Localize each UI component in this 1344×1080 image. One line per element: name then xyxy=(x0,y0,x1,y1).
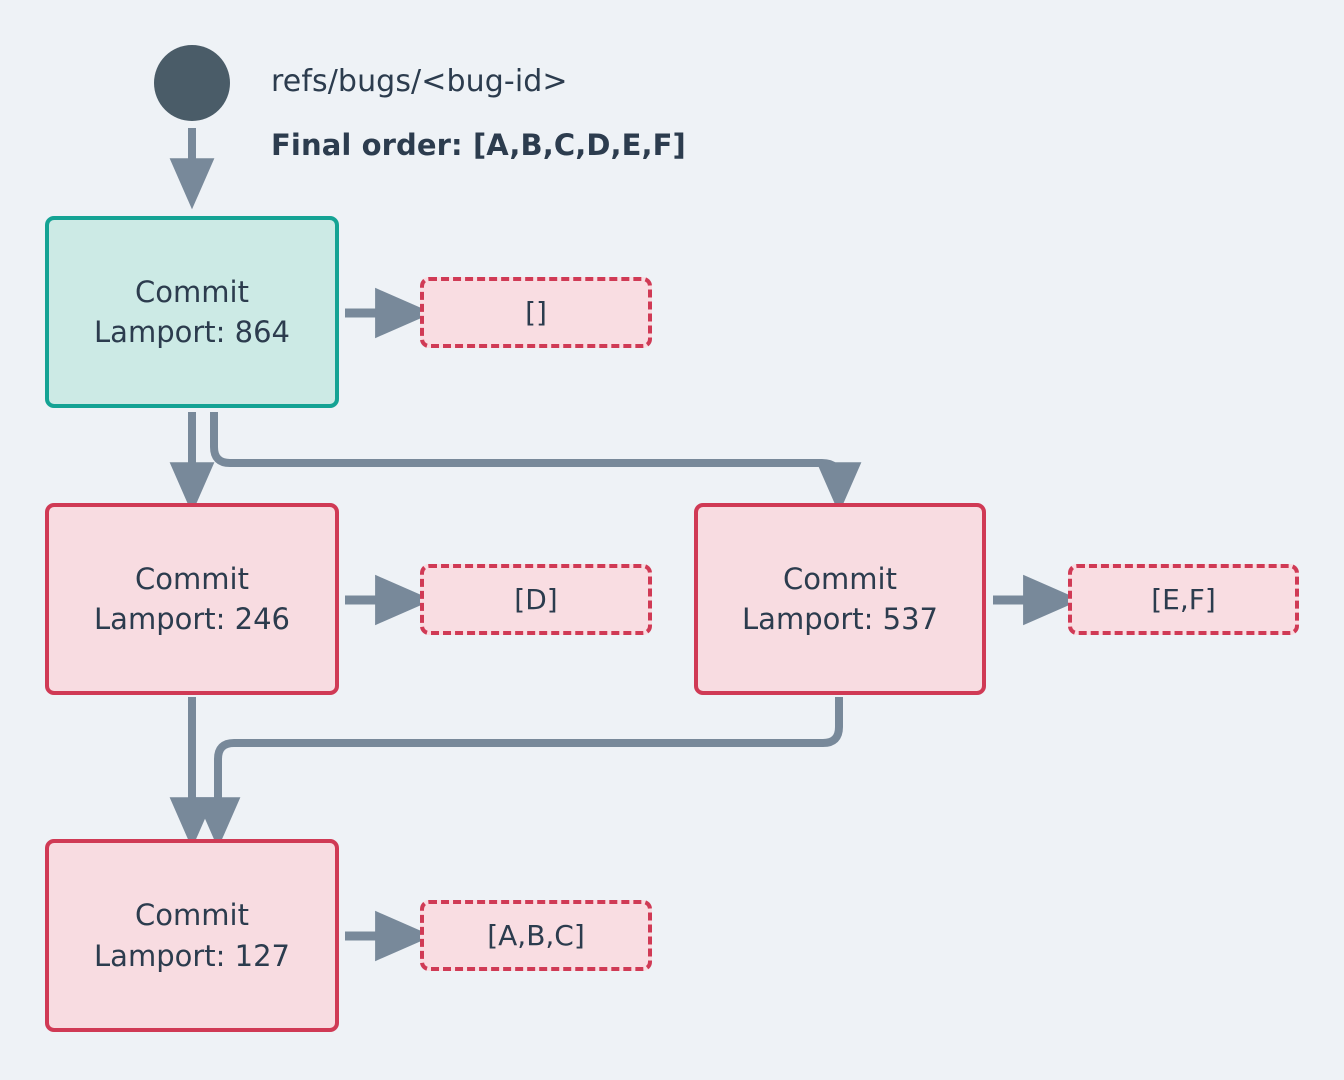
commit-node-246[interactable]: Commit Lamport: 246 xyxy=(45,503,339,695)
ops-box-127[interactable]: [A,B,C] xyxy=(420,900,652,971)
commit-lamport: Lamport: 246 xyxy=(94,602,290,636)
commit-lamport: Lamport: 537 xyxy=(742,602,938,636)
commit-title: Commit xyxy=(135,561,249,596)
ops-box-246[interactable]: [D] xyxy=(420,564,652,635)
commit-lamport: Lamport: 127 xyxy=(94,938,290,973)
edge-537-to-127 xyxy=(195,697,843,849)
final-order-label: Final order: [A,B,C,D,E,F] xyxy=(271,128,686,162)
commit-lamport: Lamport: 864 xyxy=(94,315,290,349)
ref-root-circle[interactable] xyxy=(154,45,230,121)
commit-node-864[interactable]: Commit Lamport: 864 xyxy=(45,216,339,408)
commit-node-127[interactable]: Commit Lamport: 127 xyxy=(45,839,339,1032)
commit-node-537[interactable]: Commit Lamport: 537 xyxy=(694,503,986,695)
ops-box-864[interactable]: [] xyxy=(420,277,652,348)
commit-title: Commit xyxy=(135,274,249,309)
ops-box-537[interactable]: [E,F] xyxy=(1068,564,1299,635)
commit-title: Commit xyxy=(135,898,249,933)
commit-title: Commit xyxy=(783,561,897,596)
ref-path-label: refs/bugs/<bug-id> xyxy=(271,64,568,99)
edge-864-to-537 xyxy=(210,412,862,514)
